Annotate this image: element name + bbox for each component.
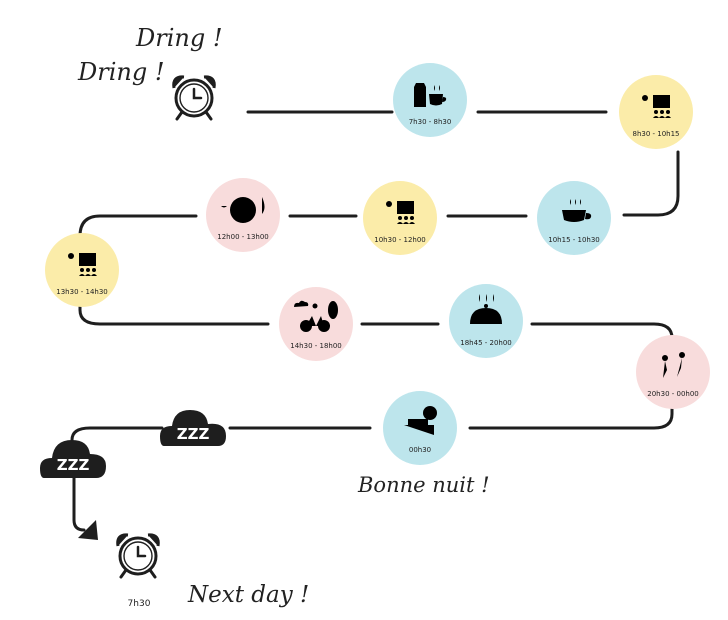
cloud-icon [160,410,226,446]
stop-5: 12h00 - 13h00 [206,178,280,252]
cloud-2-label: ZZZ [57,456,90,474]
stop-3: 10h15 - 10h30 [537,181,611,255]
next-day-text: Next day ! [187,582,309,608]
alarm-clock-icon-next [116,533,160,579]
stop-6: 13h30 - 14h30 [45,233,119,307]
alarm-clock-icon [172,75,216,121]
stop-1-time: 7h30 - 8h30 [409,118,452,126]
path-segment-12 [70,426,164,442]
stop-10: 00h30 [383,391,457,465]
cloud-1-label: ZZZ [177,425,210,443]
stop-4-time: 10h30 - 12h00 [374,236,425,244]
stop-5-time: 12h00 - 13h00 [217,233,268,241]
stop-1: 7h30 - 8h30 [393,63,467,137]
stop-2-time: 8h30 - 10h15 [632,130,679,138]
path-segment-13 [72,472,86,532]
path-segment-7 [78,302,270,326]
dring-text-1: Dring ! [135,24,222,52]
path-segment-3 [622,150,680,217]
stop-7: 14h30 - 18h00 [279,287,353,361]
timeline-path [70,110,680,540]
stop-7-time: 14h30 - 18h00 [290,342,341,350]
stop-10-time: 00h30 [409,446,431,454]
path-segment-9 [530,322,674,342]
cloud-zzz-2: ZZZ [40,440,106,478]
stop-9-bubble [636,335,710,409]
stop-4: 10h30 - 12h00 [363,181,437,255]
stop-9-time: 20h30 - 00h00 [647,390,698,398]
stop-3-time: 10h15 - 10h30 [548,236,599,244]
bonne-nuit-text: Bonne nuit ! [357,473,490,497]
stop-8: 18h45 - 20h00 [449,284,523,358]
cloud-zzz-1: ZZZ [160,410,226,446]
arrow-head-icon [78,520,98,540]
next-day-time: 7h30 [128,599,151,609]
stop-8-time: 18h45 - 20h00 [460,339,511,347]
stop-2: 8h30 - 10h15 [619,75,693,149]
dring-text-2: Dring ! [77,58,164,86]
stop-9: 20h30 - 00h00 [636,335,710,409]
cloud-icon [40,440,106,478]
path-segment-10 [468,398,674,430]
stop-6-time: 13h30 - 14h30 [56,288,107,296]
